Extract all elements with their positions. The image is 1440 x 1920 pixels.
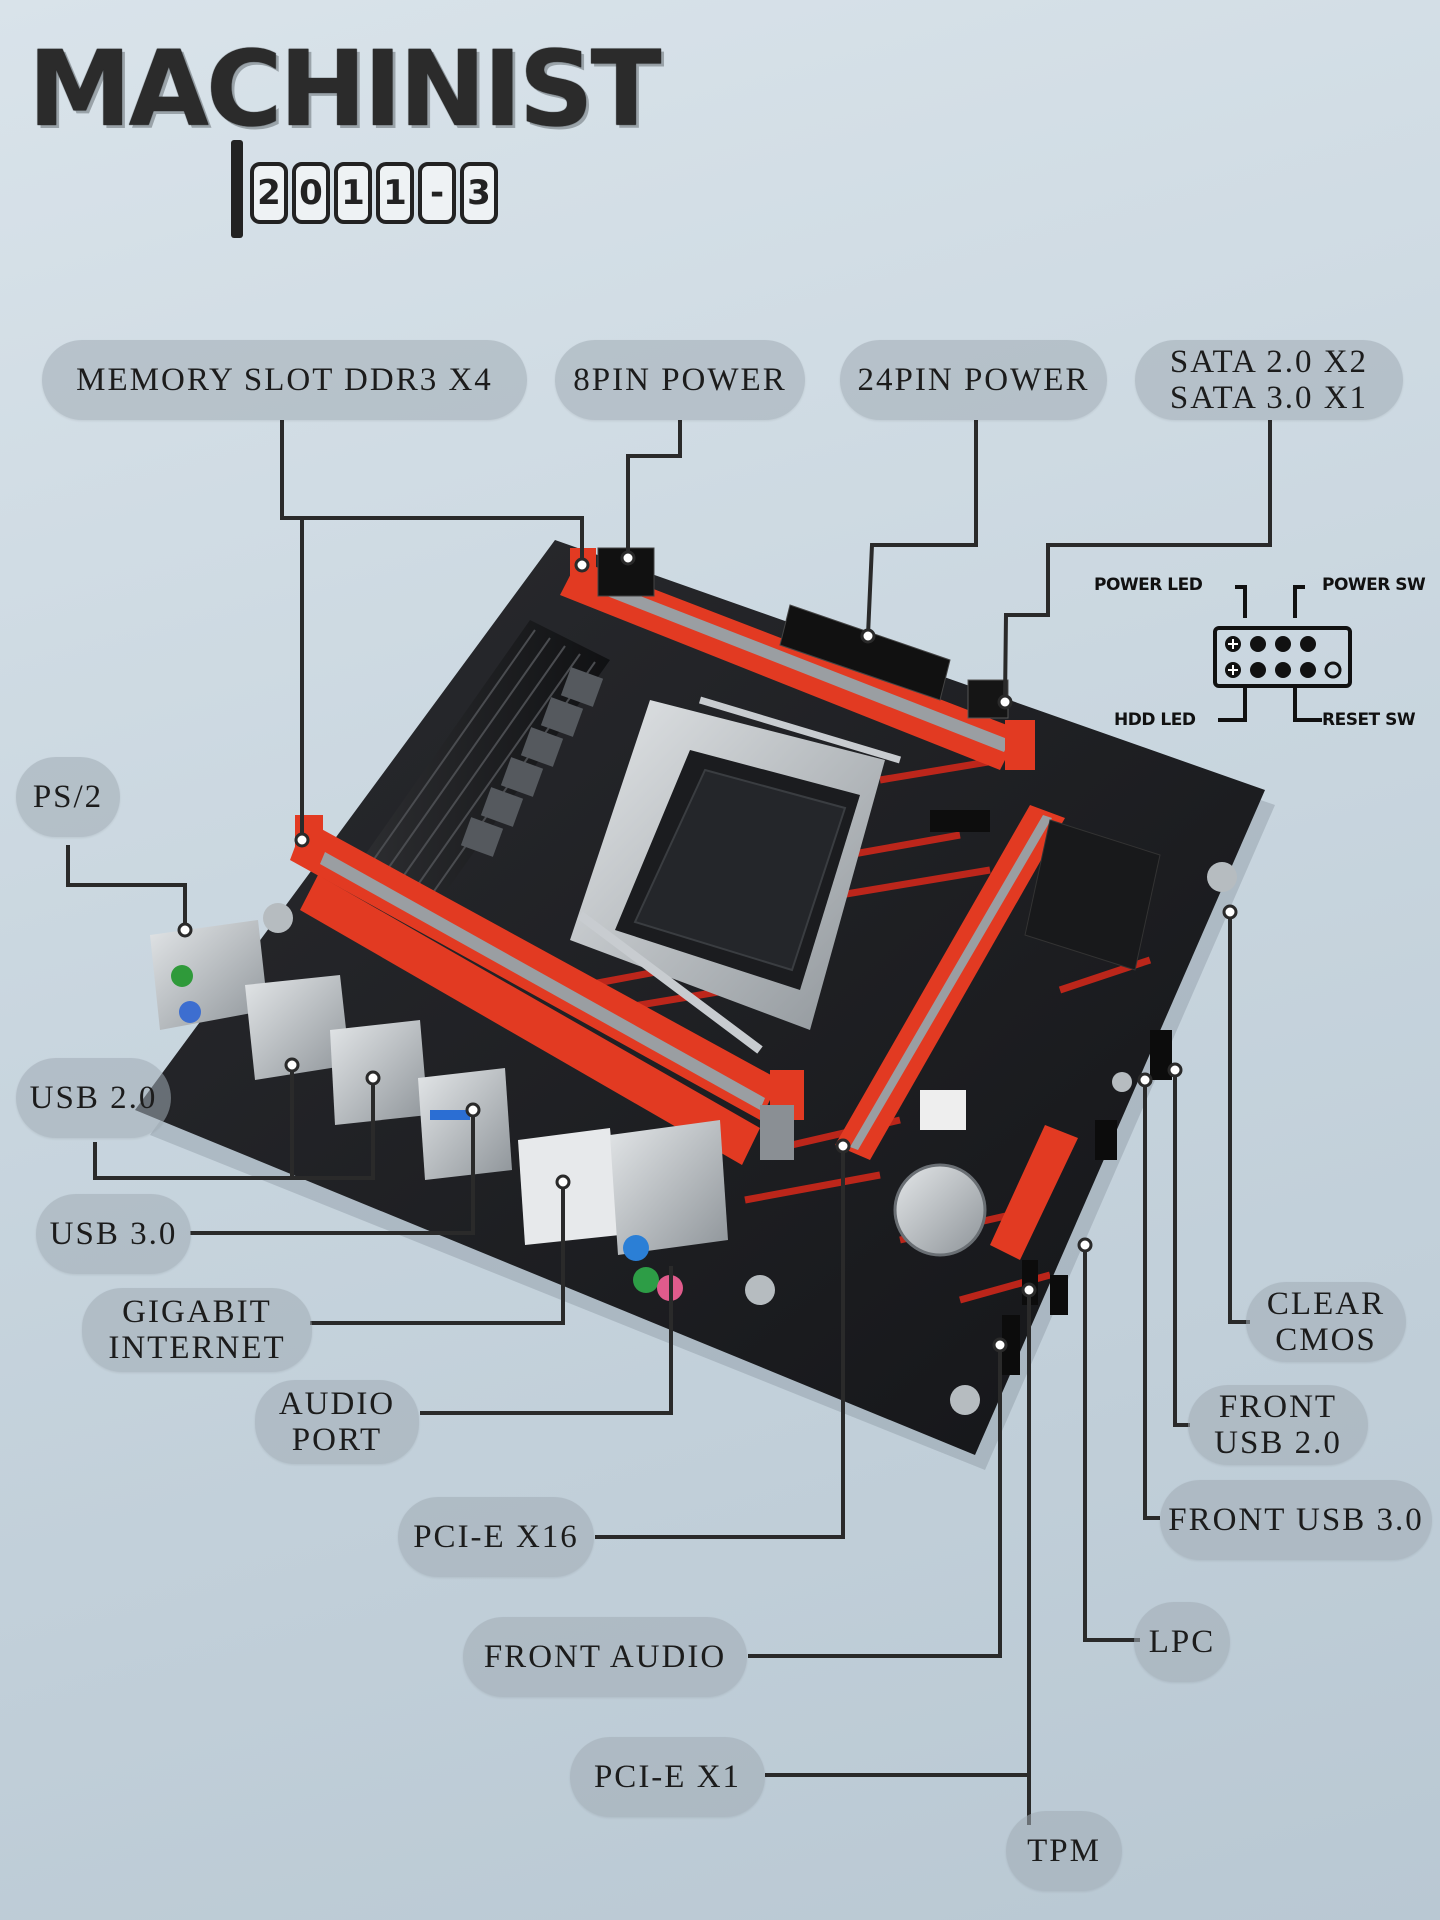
label-8pin-power: 8PIN POWER — [555, 340, 805, 420]
socket-lever — [698, 696, 902, 764]
pcie-x1-slot — [990, 1125, 1078, 1260]
socket-cap-plate — [633, 768, 847, 972]
qr-label — [920, 1090, 966, 1130]
label-front-usb-3: FRONT USB 3.0 — [1160, 1480, 1432, 1560]
label-24pin-power: 24PIN POWER — [840, 340, 1107, 420]
front-usb3-header — [1150, 1030, 1172, 1080]
socket-digit: 0 — [292, 162, 330, 224]
audio-jacks — [610, 1120, 728, 1255]
label-audio-port: AUDIO PORT — [255, 1380, 419, 1464]
socket-badge: 2 0 1 1 - 3 — [250, 162, 498, 224]
ps2-port — [150, 920, 268, 1030]
label-gigabit-internet: GIGABIT INTERNET — [82, 1288, 312, 1372]
front-usb2-header — [1095, 1120, 1117, 1160]
label-front-audio: FRONT AUDIO — [463, 1617, 747, 1697]
ram-latch — [1005, 720, 1035, 770]
hdd-led-label: HDD LED — [1114, 710, 1196, 730]
atx-24pin-connector — [779, 604, 951, 701]
front-panel-diagram: POWER LED POWER SW HDD LED RESET SW — [1090, 570, 1435, 730]
brand-logo: MACHINIST 2 0 1 1 - 3 — [28, 20, 662, 238]
front-panel-pins — [1213, 585, 1352, 722]
label-usb-3: USB 3.0 — [36, 1194, 191, 1274]
leader-dots — [177, 550, 1238, 1353]
logo-pin-graphic — [231, 140, 243, 238]
front-audio-header — [1002, 1315, 1020, 1375]
socket-digit: 2 — [250, 162, 288, 224]
label-clear-cmos: CLEAR CMOS — [1246, 1282, 1406, 1362]
socket-digit: 1 — [376, 162, 414, 224]
audio-jack-blue — [623, 1235, 649, 1261]
socket-digit: - — [418, 162, 456, 224]
brand-name: MACHINIST — [28, 28, 662, 150]
socket-digit: 3 — [460, 162, 498, 224]
m2-slot — [930, 810, 990, 832]
power-led-label: POWER LED — [1094, 575, 1203, 595]
ram-slot-a1-contacts — [607, 585, 1010, 752]
label-lpc: LPC — [1134, 1602, 1230, 1682]
usb3-port — [418, 1068, 512, 1180]
label-usb-2: USB 2.0 — [16, 1058, 171, 1138]
audio-jack-green — [633, 1267, 659, 1293]
label-memory-slot: MEMORY SLOT DDR3 X4 — [42, 340, 527, 420]
cmos-battery — [893, 1163, 987, 1257]
chipset-heatsink — [1024, 819, 1161, 971]
pcie-x16-contacts — [850, 815, 1052, 1150]
rear-io-ports — [150, 920, 728, 1301]
reset-sw-label: RESET SW — [1322, 710, 1416, 730]
socket-digit: 1 — [334, 162, 372, 224]
ram-latch — [760, 1105, 794, 1160]
vrm-chokes — [460, 667, 604, 857]
tpm-header — [1050, 1275, 1068, 1315]
vrm-heatsink — [365, 620, 610, 900]
ps2-green — [171, 965, 193, 987]
label-tpm: TPM — [1006, 1811, 1122, 1891]
label-front-usb-2: FRONT USB 2.0 — [1188, 1385, 1368, 1465]
label-pcie-x16: PCI-E X16 — [398, 1497, 594, 1577]
usb3-blue — [430, 1110, 470, 1120]
label-pcie-x1: PCI-E X1 — [570, 1737, 765, 1817]
ram-slot-b1-contacts — [320, 852, 765, 1110]
ps2-purple — [179, 1001, 201, 1023]
socket-lever — [577, 911, 763, 1054]
mounting-holes — [263, 862, 1237, 1415]
usb2-port-a — [245, 975, 350, 1080]
label-ps2: PS/2 — [16, 757, 120, 837]
leader-lines — [66, 420, 1272, 1825]
ram-slot-b2 — [300, 875, 760, 1165]
usb2-port-b — [330, 1020, 428, 1125]
power-sw-label: POWER SW — [1322, 575, 1426, 595]
label-sata: SATA 2.0 X2 SATA 3.0 X1 — [1135, 340, 1403, 420]
